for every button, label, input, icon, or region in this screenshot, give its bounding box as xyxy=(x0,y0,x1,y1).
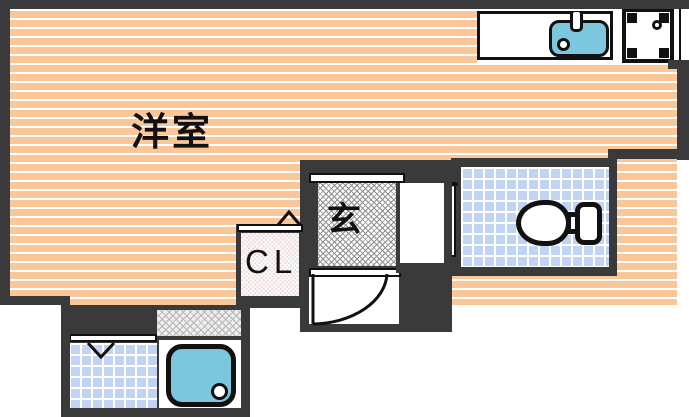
room-closet-label: CL xyxy=(245,243,298,280)
door-closet[interactable] xyxy=(237,224,303,232)
wall-bath-bottom xyxy=(61,408,250,417)
wall-top xyxy=(0,0,689,9)
room-washarea-floor xyxy=(69,343,157,411)
kitchen-sink-drain xyxy=(557,38,570,51)
stove-knob-icon xyxy=(652,20,662,30)
wall-right-upper xyxy=(677,0,689,9)
toilet-bowl xyxy=(516,200,571,246)
stove-burner-tl xyxy=(627,13,637,23)
wall-right-lower xyxy=(677,60,689,160)
room-genkan-floor xyxy=(318,183,396,266)
wall-washitsu-bottom-right xyxy=(241,296,309,305)
door-entrance-arc xyxy=(311,273,389,326)
closet-triangle-marker xyxy=(276,209,302,226)
stove-burner-br xyxy=(659,48,669,58)
kitchen-top-reveal xyxy=(477,9,613,11)
wall-left-upper xyxy=(0,0,10,305)
genkan-threshold xyxy=(309,173,405,183)
wall-notch-bottom xyxy=(0,296,70,305)
wall-washitsu-bottom-mid xyxy=(396,263,456,273)
bathtub-drain xyxy=(211,383,228,400)
room-washroom-floor xyxy=(157,310,245,336)
door-bath[interactable] xyxy=(69,334,157,342)
kitchen-right-edge xyxy=(679,9,683,61)
wall-bath-right xyxy=(241,296,250,417)
wall-bath-left xyxy=(61,296,70,417)
kitchen-faucet xyxy=(570,9,583,32)
stove-burner-bl xyxy=(627,48,637,58)
room-genkan-label: 玄 xyxy=(327,200,362,240)
shower-drain-marker-icon xyxy=(86,341,116,360)
room-closet-floor xyxy=(241,233,299,303)
room-washitsu-label: 洋室 xyxy=(131,110,214,154)
stove-burner-tr xyxy=(659,13,669,23)
bathtub-fixture xyxy=(166,344,236,407)
genkan-right-void xyxy=(400,183,444,266)
toilet-tank xyxy=(575,202,602,245)
wall-washitsu-right xyxy=(608,149,688,159)
